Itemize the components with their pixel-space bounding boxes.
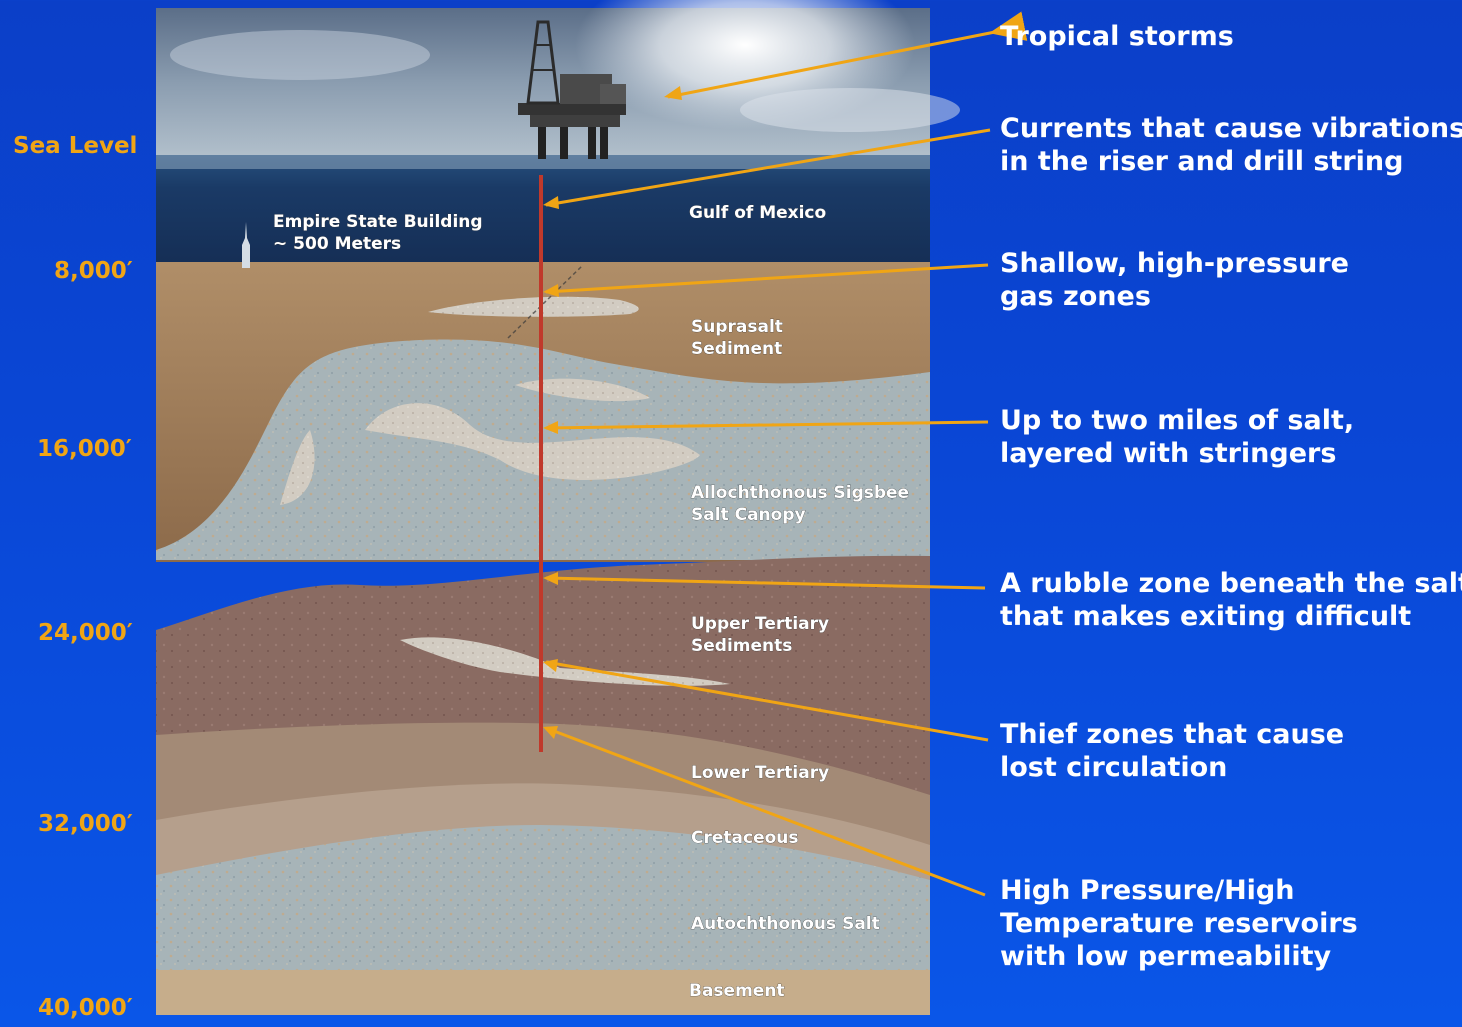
basement-label: Basement (689, 981, 785, 1001)
callout-salt: Up to two miles of salt, layered with st… (1000, 404, 1354, 470)
cloud (170, 30, 430, 80)
cretaceous-label: Cretaceous (691, 828, 799, 848)
depth-label-32000: 32,000′ (38, 811, 133, 837)
callout-line: with low permeability (1000, 941, 1332, 972)
callout-line: A rubble zone beneath the salt (1000, 568, 1462, 599)
callout-line: Shallow, high-pressure (1000, 248, 1349, 279)
callout-line: Up to two miles of salt, (1000, 405, 1355, 436)
leader-gas-zones (545, 263, 989, 294)
autochthonous-salt-layer (156, 825, 930, 975)
gas-zone-lens (428, 296, 639, 317)
depth-label-sea-level: Sea Level (13, 133, 138, 159)
thief-zone-lens (400, 637, 730, 686)
cross-section-panel: Empire State Building ~ 500 Meters Gulf … (156, 0, 960, 1015)
empire-state-building-icon (242, 222, 250, 268)
leader-rubble-zone (545, 576, 986, 590)
callout-line: that makes exiting difficult (1000, 601, 1412, 632)
leader-arrowheads (543, 86, 682, 739)
sea-surface (156, 155, 930, 169)
depth-label-8000: 8,000′ (54, 258, 133, 284)
leader-tropical-storms (667, 11, 1028, 99)
callout-line: Temperature reservoirs (1000, 908, 1358, 939)
callout-tropical-storms: Tropical storms (1000, 20, 1234, 53)
fault-line (507, 265, 583, 339)
arrowhead (543, 284, 559, 297)
callout-line: lost circulation (1000, 752, 1228, 783)
callout-line: Tropical storms (1000, 21, 1234, 52)
callout-rubble-zone: A rubble zone beneath the salt that make… (1000, 567, 1462, 633)
lower-tertiary-label: Lower Tertiary (691, 763, 829, 783)
salt-stringer (280, 430, 315, 505)
callout-line: gas zones (1000, 281, 1151, 312)
leader-currents (545, 128, 991, 207)
salt-canopy-label-line1: Allochthonous Sigsbee (691, 483, 909, 503)
depth-label-24000: 24,000′ (38, 620, 133, 646)
empire-state-label-line1: Empire State Building (273, 212, 483, 232)
arrowhead (543, 421, 558, 434)
suprasalt-label-line2: Sediment (691, 339, 782, 359)
callout-line: Currents that cause vibrations (1000, 113, 1462, 144)
salt-canopy-label-line2: Salt Canopy (691, 505, 806, 525)
callout-line: layered with stringers (1000, 438, 1337, 469)
suprasalt-label-line1: Suprasalt (691, 317, 783, 337)
callout-line: Thief zones that cause (1000, 719, 1345, 750)
callout-line: High Pressure/High (1000, 875, 1295, 906)
empire-state-label-line2: ~ 500 Meters (273, 234, 401, 254)
leader-salt (545, 420, 989, 430)
arrowhead (664, 86, 682, 100)
cloud (740, 88, 960, 132)
leader-hpht (545, 726, 986, 897)
callout-currents: Currents that cause vibrations in the ri… (1000, 112, 1462, 178)
drilling-platform-icon (518, 20, 626, 159)
autochthonous-salt-label: Autochthonous Salt (691, 914, 880, 934)
arrowhead (543, 659, 558, 672)
upper-tertiary-label-line1: Upper Tertiary (691, 614, 829, 634)
depth-label-40000: 40,000′ (38, 995, 133, 1021)
depth-label-16000: 16,000′ (37, 436, 132, 462)
arrowhead (543, 726, 558, 739)
arrowhead (543, 196, 559, 209)
callout-gas-zones: Shallow, high-pressure gas zones (1000, 247, 1349, 313)
leader-lines (545, 11, 1028, 897)
salt-stringer (515, 378, 650, 402)
callout-thief-zones: Thief zones that cause lost circulation (1000, 718, 1344, 784)
leader-thief-zones (545, 660, 989, 742)
arrowhead (543, 572, 558, 585)
callout-hpht: High Pressure/High Temperature reservoir… (1000, 874, 1358, 973)
salt-stringer (365, 403, 700, 480)
upper-tertiary-label-line2: Sediments (691, 636, 792, 656)
gulf-of-mexico-label: Gulf of Mexico (689, 203, 826, 223)
basement-layer (156, 970, 930, 1015)
callout-line: in the riser and drill string (1000, 146, 1404, 177)
